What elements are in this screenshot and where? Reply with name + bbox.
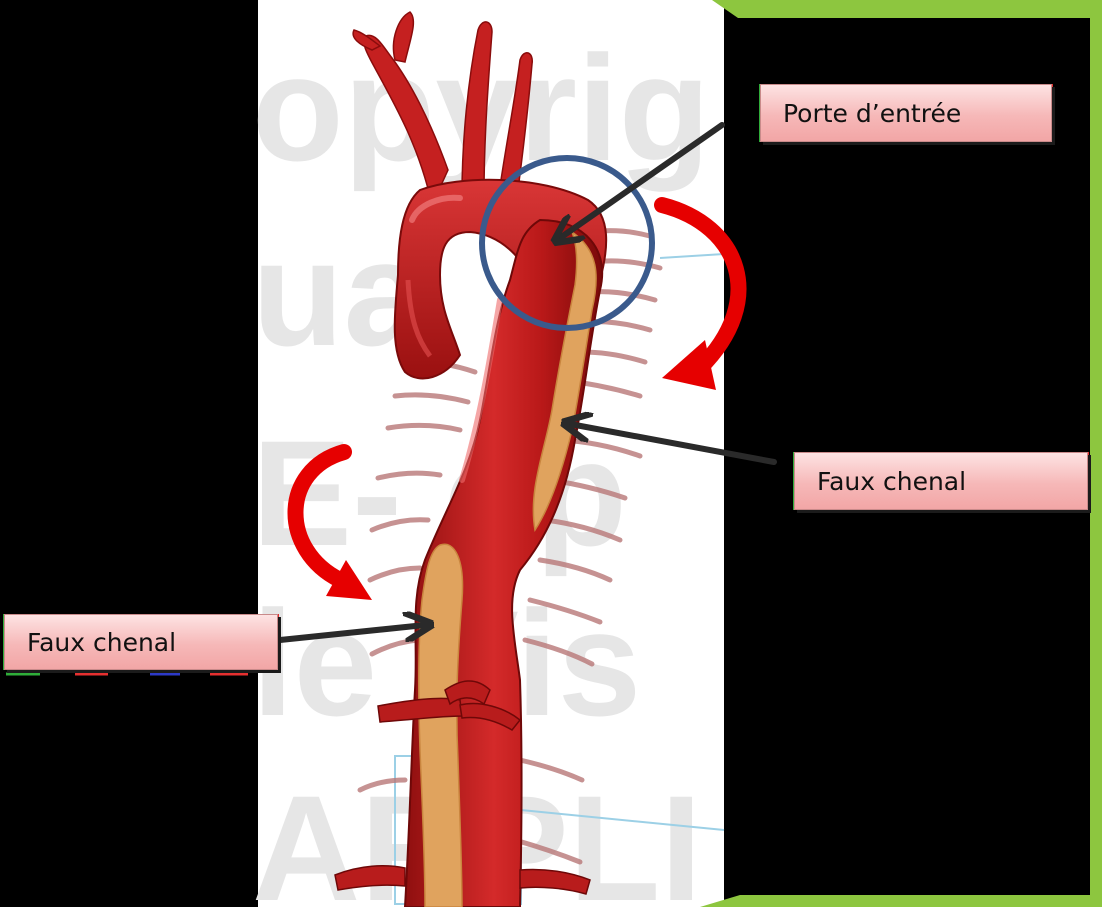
false-lumen-channel-lower	[419, 544, 463, 907]
label-false-lumen-left-text: Faux chenal	[27, 628, 176, 657]
green-accent-right	[1090, 0, 1102, 907]
green-accent-top	[712, 0, 1102, 18]
green-accent-bottom	[700, 895, 1102, 907]
label-false-lumen-right: Faux chenal	[794, 452, 1088, 510]
label-false-lumen-right-text: Faux chenal	[817, 467, 966, 496]
label-entry-tear-text: Porte d’entrée	[783, 99, 961, 128]
label-false-lumen-left: Faux chenal	[4, 614, 278, 670]
left-black-panel	[0, 0, 258, 907]
label-entry-tear: Porte d’entrée	[760, 84, 1052, 142]
